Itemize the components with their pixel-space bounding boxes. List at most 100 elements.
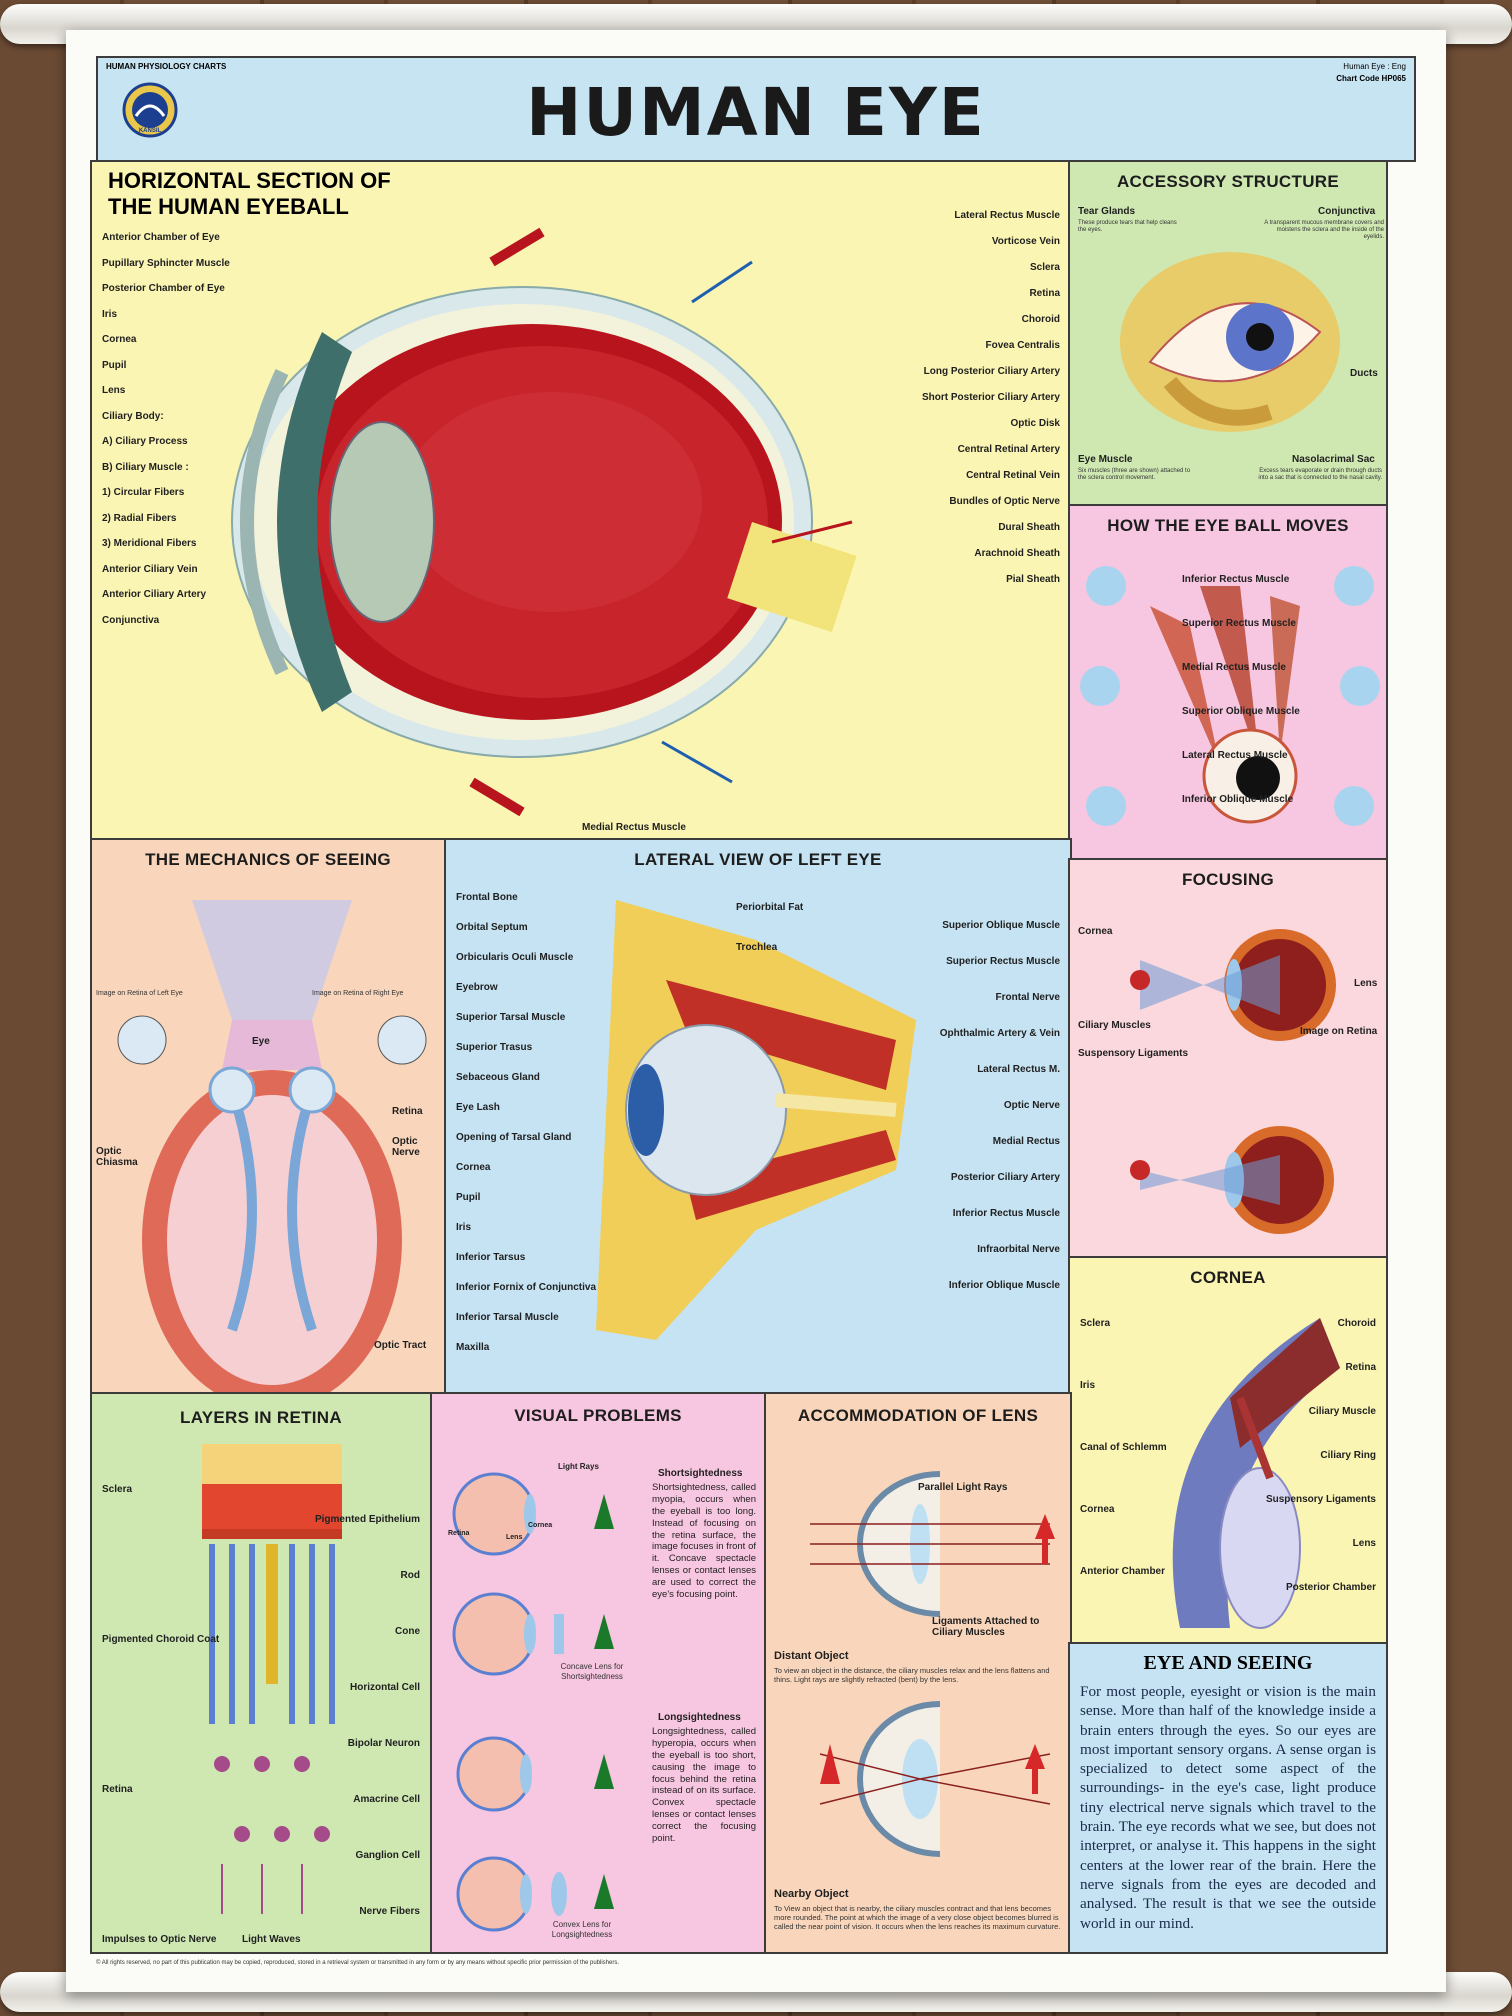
label-ducts: Ducts xyxy=(1350,368,1378,379)
rotation-arrows xyxy=(1080,566,1380,826)
label-bipolar-neuron: Bipolar Neuron xyxy=(347,1738,420,1749)
longsightedness-text: Longsightedness, called hyperopia, occur… xyxy=(652,1726,756,1844)
label-medial-rectus-muscle: Medial Rectus Muscle xyxy=(1182,662,1286,673)
label-light-rays: Light Rays xyxy=(558,1462,599,1471)
label-image-on-retina: Image on Retina xyxy=(1300,1026,1378,1037)
label-posterior-chamber-of-eye: Posterior Chamber of Eye xyxy=(102,283,225,294)
shortsightedness-text: Shortsightedness, called myopia, occurs … xyxy=(652,1482,756,1600)
label-posterior-chamber: Posterior Chamber xyxy=(1285,1582,1376,1593)
label-eyebrow: Eyebrow xyxy=(456,982,498,993)
eye-and-seeing-panel: EYE AND SEEING For most people, eyesight… xyxy=(1068,1642,1388,1954)
label-concave-lens: Concave Lens for Shortsightedness xyxy=(560,1662,624,1681)
accommodation-title: ACCOMMODATION OF LENS xyxy=(797,1406,1039,1425)
label-maxilla: Maxilla xyxy=(456,1342,490,1353)
label-long-posterior-ciliary-artery: Long Posterior Ciliary Artery xyxy=(923,366,1060,377)
label-ciliary-muscle: Ciliary Muscle xyxy=(1308,1406,1376,1417)
label-2-radial-fibers: 2) Radial Fibers xyxy=(102,512,177,524)
label-superior-rectus-muscle: Superior Rectus Muscle xyxy=(946,956,1060,967)
series-label: HUMAN PHYSIOLOGY CHARTS xyxy=(106,62,227,71)
focusing-diagram-top xyxy=(1130,929,1336,1041)
label-rod: Rod xyxy=(400,1570,420,1581)
label-sebaceous-gland: Sebaceous Gland xyxy=(456,1072,540,1083)
label-short-posterior-ciliary-artery: Short Posterior Ciliary Artery xyxy=(921,392,1060,403)
label-inferior-rectus-muscle: Inferior Rectus Muscle xyxy=(952,1208,1060,1219)
distant-object-title: Distant Object xyxy=(774,1650,849,1662)
nearby-object-text: To View an object that is nearby, the ci… xyxy=(774,1904,1061,1931)
label-dural-sheath: Dural Sheath xyxy=(998,522,1060,533)
logo-text: KANSIL xyxy=(139,128,162,134)
label-retina: Retina xyxy=(1345,1362,1376,1373)
longsightedness-title: Longsightedness xyxy=(658,1712,741,1723)
label-anterior-ciliary-artery: Anterior Ciliary Artery xyxy=(102,589,207,600)
label-medial-rectus-muscle: Medial Rectus Muscle xyxy=(582,822,686,833)
label-optic-disk: Optic Disk xyxy=(1010,418,1060,429)
label-1-circular-fibers: 1) Circular Fibers xyxy=(102,487,185,498)
eyeball-cross-section-illustration xyxy=(231,227,857,817)
nearby-object-title: Nearby Object xyxy=(774,1888,849,1900)
label-superior-oblique-muscle: Superior Oblique Muscle xyxy=(942,920,1060,931)
accommodation-panel: ACCOMMODATION OF LENS Parallel Light Ray… xyxy=(764,1392,1072,1954)
label-cone: Cone xyxy=(395,1626,420,1637)
chart-code: Chart Code HP065 xyxy=(1336,74,1406,83)
label-cornea: Cornea xyxy=(1078,926,1113,937)
label-sclera: Sclera xyxy=(102,1484,133,1495)
label-inferior-oblique-muscle: Inferior Oblique Muscle xyxy=(948,1280,1060,1291)
copyright-footer: © All rights reserved, no part of this p… xyxy=(96,1960,619,1966)
label-ciliary-body: Ciliary Body: xyxy=(102,410,164,422)
language-label: Human Eye : Eng xyxy=(1343,62,1406,71)
label-superior-tarsal-muscle: Superior Tarsal Muscle xyxy=(456,1012,566,1023)
label-posterior-ciliary-artery: Posterior Ciliary Artery xyxy=(950,1172,1060,1183)
label-superior-rectus-muscle: Superior Rectus Muscle xyxy=(1182,618,1296,629)
accessory-title: ACCESSORY STRUCTURE xyxy=(1116,172,1339,191)
label-vp-retina: Retina xyxy=(448,1530,470,1537)
label-parallel-rays: Parallel Light Rays xyxy=(918,1482,1008,1493)
label-convex-lens: Convex Lens for Longsightedness xyxy=(551,1920,613,1939)
publisher-logo: KANSIL xyxy=(122,82,178,138)
focusing-title: FOCUSING xyxy=(1181,870,1275,889)
label-superior-oblique-muscle: Superior Oblique Muscle xyxy=(1182,706,1300,717)
label-optic-tract: Optic Tract xyxy=(374,1340,427,1351)
label-pigmented-epithelium: Pigmented Epithelium xyxy=(314,1514,420,1525)
label-retina: Retina xyxy=(102,1784,133,1795)
label-iris: Iris xyxy=(456,1222,472,1233)
label-orbicularis-oculi-muscle: Orbicularis Oculi Muscle xyxy=(456,952,574,963)
label-lateral-rectus-m: Lateral Rectus M. xyxy=(977,1064,1060,1075)
label-conjunctiva: Conjunctiva xyxy=(1318,206,1376,217)
label-retina: Retina xyxy=(392,1106,423,1117)
label-frontal-bone: Frontal Bone xyxy=(456,892,518,903)
header-bar: HUMAN PHYSIOLOGY CHARTS Human Eye : Eng … xyxy=(96,56,1416,162)
label-ciliary-muscles: Ciliary Muscles xyxy=(1078,1020,1151,1031)
label-inferior-oblique-muscle: Inferior Oblique Muscle xyxy=(1182,794,1294,805)
label-anterior-ciliary-vein: Anterior Ciliary Vein xyxy=(102,563,198,575)
visual-problems-panel: VISUAL PROBLEMS Light Rays Retina Lens C… xyxy=(430,1392,766,1954)
label-impulses-to-optic-nerve: Impulses to Optic Nerve xyxy=(102,1934,217,1945)
cornea-illustration xyxy=(1172,1318,1340,1629)
distant-object-text: To view an object in the distance, the c… xyxy=(774,1666,1050,1684)
label-central-retinal-vein: Central Retinal Vein xyxy=(966,470,1060,481)
eye-muscles-illustration xyxy=(1150,586,1300,824)
retina-layers-illustration xyxy=(202,1444,342,1914)
moves-title: HOW THE EYE BALL MOVES xyxy=(1107,516,1349,535)
label-cornea: Cornea xyxy=(1080,1504,1115,1515)
label-ligaments: Ligaments Attached to Ciliary Muscles xyxy=(932,1616,1040,1638)
label-arachnoid-sheath: Arachnoid Sheath xyxy=(974,548,1060,559)
label-optic-nerve: Optic Nerve xyxy=(1003,1100,1060,1111)
label-choroid: Choroid xyxy=(1337,1318,1376,1329)
lateral-eye-illustration xyxy=(596,900,916,1340)
label-a-ciliary-process: A) Ciliary Process xyxy=(102,436,188,447)
label-nasolacrimal-sac: Nasolacrimal Sac xyxy=(1292,454,1375,465)
label-eye-lash: Eye Lash xyxy=(456,1102,500,1113)
label-conjunctiva: Conjunctiva xyxy=(102,614,160,626)
retina-title: LAYERS IN RETINA xyxy=(180,1408,342,1427)
label-inferior-tarsus: Inferior Tarsus xyxy=(456,1252,526,1263)
label-cornea: Cornea xyxy=(102,334,137,345)
seeing-title: EYE AND SEEING xyxy=(1143,1652,1313,1674)
label-lens: Lens xyxy=(102,385,126,396)
horizontal-section-panel: HORIZONTAL SECTION OF THE HUMAN EYEBALL … xyxy=(90,160,1070,840)
label-ophthalmic-artery-vein: Ophthalmic Artery & Vein xyxy=(939,1028,1060,1039)
label-frontal-nerve: Frontal Nerve xyxy=(995,992,1060,1003)
label-nerve-fibers: Nerve Fibers xyxy=(359,1906,420,1917)
label-inferior-tarsal-muscle: Inferior Tarsal Muscle xyxy=(456,1312,559,1323)
